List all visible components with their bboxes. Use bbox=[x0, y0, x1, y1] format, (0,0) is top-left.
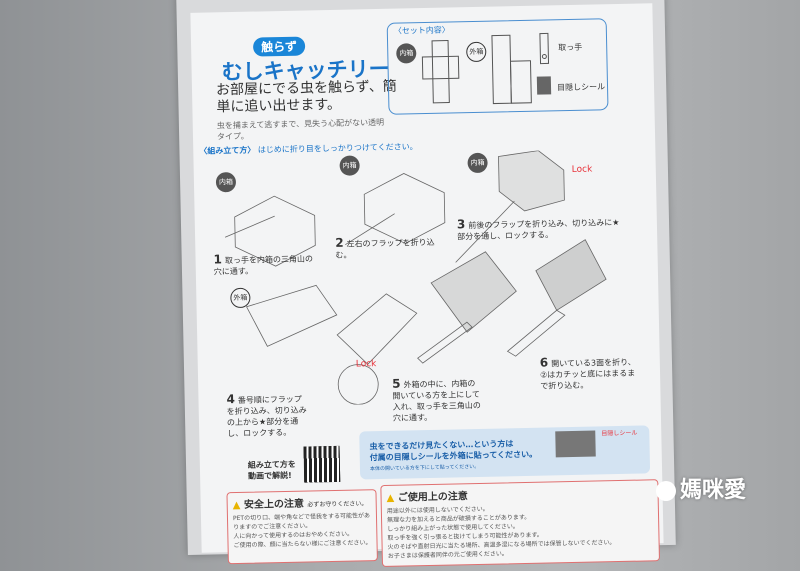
lead-text: お部屋にでる虫を触らず、簡単に追い出せます。 bbox=[215, 78, 397, 116]
sealed-box-icon bbox=[555, 430, 596, 458]
watermark-logo-icon bbox=[656, 481, 676, 501]
instruction-sheet: 触らず むしキャッチリー お部屋にでる虫を触らず、簡単に追い出せます。 虫を捕ま… bbox=[190, 3, 664, 568]
outer-box-label: 外箱 bbox=[466, 41, 487, 63]
watermark-text: 媽咪愛 bbox=[680, 478, 747, 503]
usage-notice: ▲ ご使用上の注意 用途以外には使用しないでください。 無理な力を加えると商品が… bbox=[380, 479, 660, 568]
handle-icon bbox=[539, 32, 550, 65]
sub-text: 虫を捕まえて逃すまで、見失う心配がない透明タイプ。 bbox=[216, 117, 385, 142]
seal-callout: 目隠しシール bbox=[601, 429, 638, 438]
badge: 触らず bbox=[252, 36, 306, 57]
set-contents-box: 〈セット内容〉 内箱 外箱 取っ手 目隠しシール bbox=[386, 18, 609, 115]
watermark: 媽咪愛 bbox=[656, 472, 746, 504]
tip-box: 虫をできるだけ見たくない…という方は付属の目隠しシールを外箱に貼ってください。 … bbox=[359, 425, 651, 480]
lock-label-2: Lock bbox=[355, 359, 377, 370]
outer-box-net-icon bbox=[491, 34, 532, 105]
inner-box-label: 内箱 bbox=[396, 43, 417, 64]
inner-box-net-icon bbox=[421, 39, 460, 104]
handle-label: 取っ手 bbox=[558, 42, 583, 53]
seal-icon bbox=[536, 76, 552, 95]
seal-label: 目隠しシール bbox=[556, 82, 606, 93]
warning-icon: ▲ bbox=[232, 499, 241, 512]
video-text: 組み立て方を動画で解説! bbox=[247, 459, 296, 481]
lock-label-1: Lock bbox=[571, 164, 593, 175]
safety-item: ご使用の際、顔に当たらない様にご注意ください。 bbox=[233, 539, 372, 550]
warning-icon: ▲ bbox=[386, 492, 395, 504]
qr-code[interactable] bbox=[303, 445, 341, 483]
tip-small-text: 本体の開いている方を下にして貼ってください。 bbox=[369, 463, 480, 473]
assembly-illustrations bbox=[224, 150, 607, 405]
safety-notice: ▲ 安全上の注意 必ずお守りください。 PETの切り口、端や角などで怪我をする可… bbox=[226, 489, 378, 565]
tip-text: 虫をできるだけ見たくない…という方は付属の目隠しシールを外箱に貼ってください。 bbox=[369, 439, 538, 463]
